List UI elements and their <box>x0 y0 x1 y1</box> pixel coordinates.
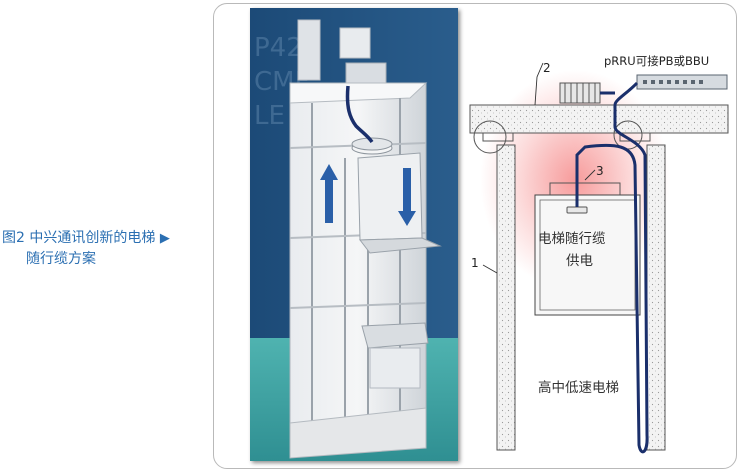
callout-1: 1 <box>471 256 479 270</box>
cable-spool <box>559 82 601 104</box>
prru-label: pRRU可接PB或BBU <box>604 54 710 68</box>
right-wall <box>646 144 666 451</box>
up-arrow-shaft <box>325 178 333 223</box>
cabin-text-line1: 电梯随行缆 <box>538 231 606 247</box>
figure-caption: 图2 中兴通讯创新的电梯 ▶ 随行缆方案 <box>2 228 208 270</box>
bg-text-1: P42 <box>254 33 303 63</box>
bg-text-3: LE <box>254 101 285 131</box>
figure-title-line1: 中兴通讯创新的电梯 <box>29 230 156 246</box>
shaft-label: 高中低速电梯 <box>538 380 619 396</box>
figure-number: 图2 <box>2 230 25 246</box>
left-wall <box>496 144 516 451</box>
down-arrow-shaft <box>403 168 411 213</box>
elevator-cabin <box>534 194 641 316</box>
elevator-schematic <box>465 55 735 465</box>
up-arrow-icon <box>320 164 338 180</box>
callout-3: 3 <box>596 164 604 178</box>
elevator-shaft-render: P42 CMF LE <box>250 8 458 461</box>
bbu-unit <box>636 74 728 90</box>
callout-2: 2 <box>543 61 551 75</box>
prru-device <box>566 206 588 214</box>
down-arrow-icon <box>398 211 416 226</box>
triangle-arrow-icon: ▶ <box>159 231 170 246</box>
travelling-cable-schematic <box>575 81 649 454</box>
ceiling-slab <box>469 104 729 134</box>
travelling-cable <box>345 85 374 144</box>
figure-title-line2: 随行缆方案 <box>26 251 96 267</box>
cabin-text-line2: 供电 <box>566 253 593 269</box>
